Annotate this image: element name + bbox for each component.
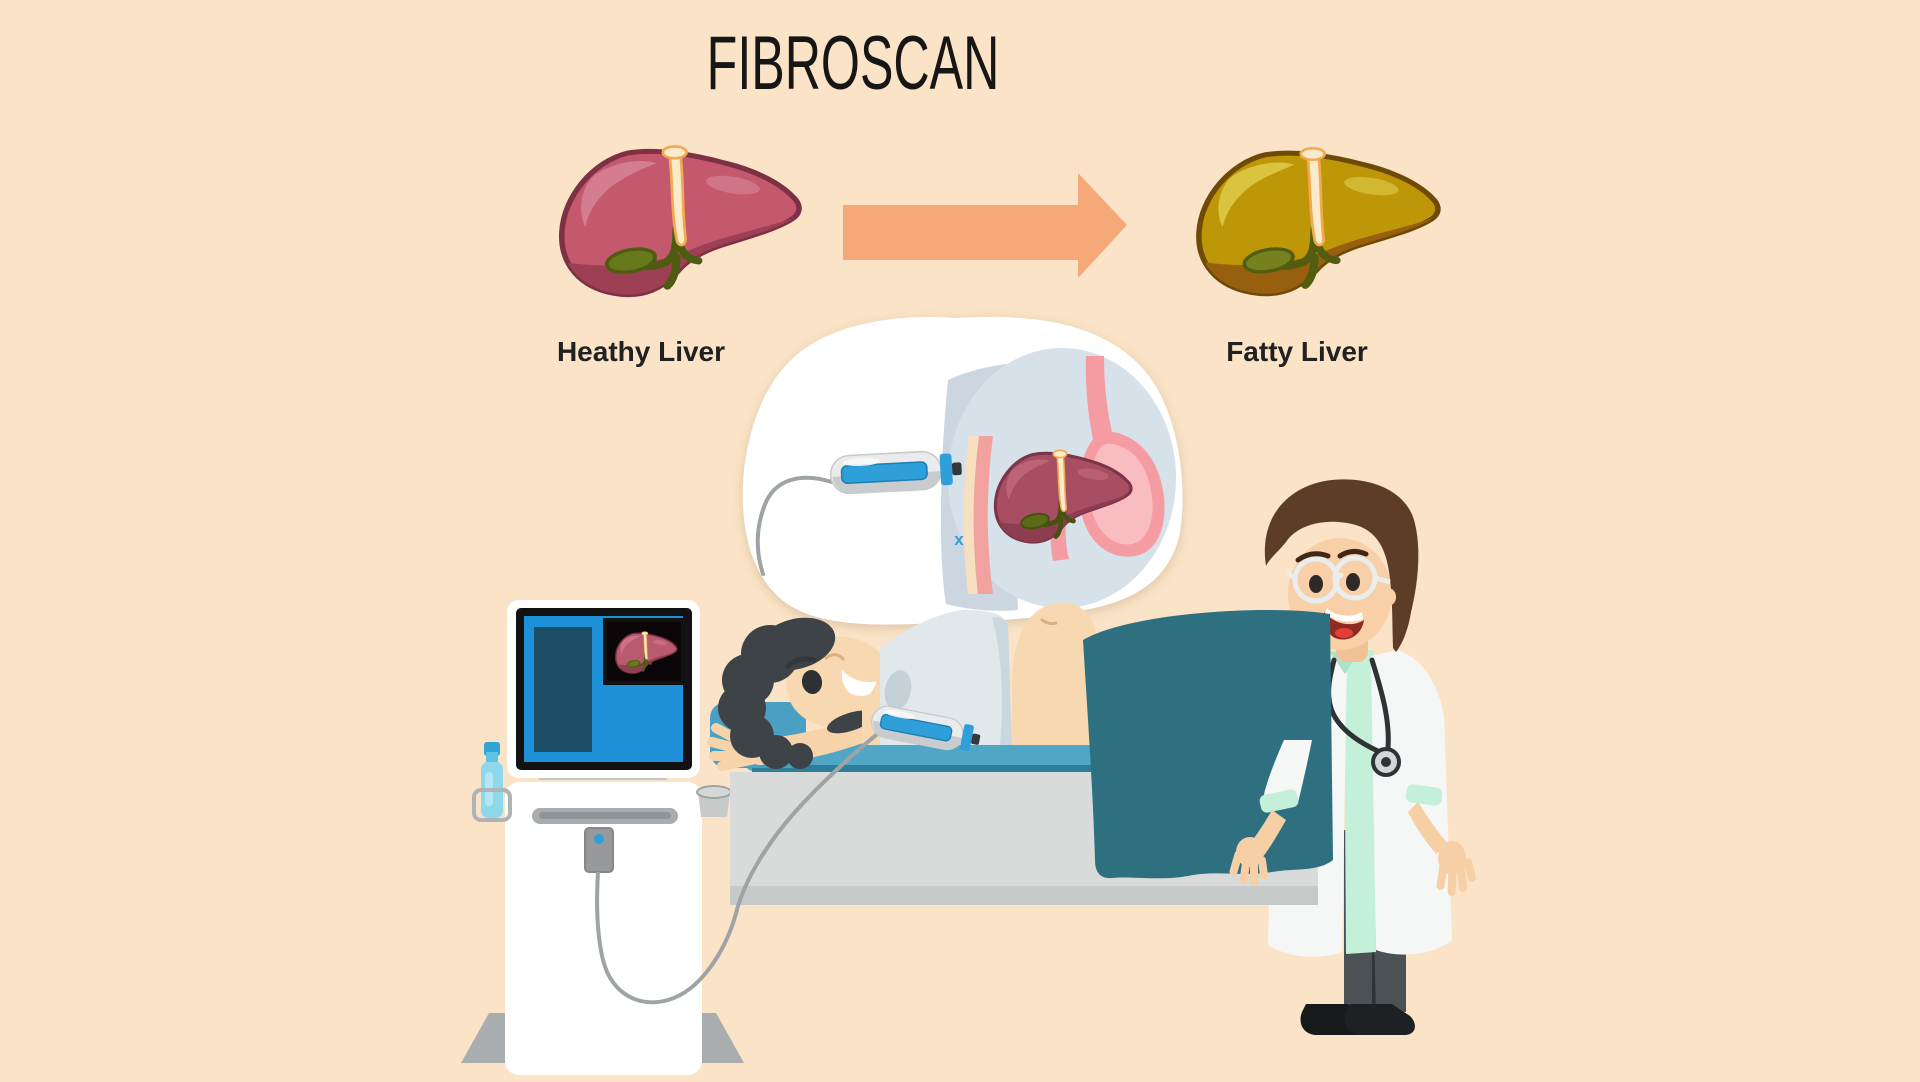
screen-side-panel	[534, 627, 592, 752]
patient	[595, 602, 1098, 1005]
monitor	[507, 600, 700, 778]
probe-cable	[595, 722, 892, 1005]
gel-bottle	[472, 742, 512, 822]
skin-layer	[963, 436, 993, 594]
esophagus	[1085, 356, 1114, 444]
transition-arrow-icon	[843, 173, 1127, 278]
doctor-right-arm	[1402, 700, 1476, 896]
healthy-liver-label: Heathy Liver	[556, 336, 726, 367]
marker-x-glyph: x	[954, 530, 964, 549]
bed-frame-bottom	[730, 886, 1318, 905]
doctor-shoes	[1300, 1004, 1415, 1035]
doctor-glasses-icon	[1285, 555, 1391, 604]
probe-socket	[584, 827, 614, 873]
screen-liver-image	[603, 618, 685, 685]
healthy-liver-illustration	[540, 146, 813, 301]
doctor-mouth	[1324, 608, 1364, 640]
doctor-hair	[1264, 479, 1419, 648]
fatty-liver-label: Fatty Liver	[1226, 336, 1368, 367]
machine-column	[505, 782, 702, 1075]
doctor-ear	[1380, 588, 1397, 606]
navel	[1040, 618, 1058, 626]
doctor-left-arm	[1229, 740, 1312, 886]
patient-hair	[718, 617, 873, 769]
mattress-shadow-line	[752, 765, 1318, 772]
fibroscan-machine	[461, 600, 744, 1075]
shear-wave-marker: x	[954, 530, 964, 549]
bubble-probe-cable	[755, 475, 834, 576]
doctor-left-hand	[1229, 837, 1269, 886]
patient-face-features	[785, 653, 882, 696]
doctor-shirt-front	[1344, 650, 1376, 954]
fatty-liver-illustration	[1177, 148, 1452, 300]
scan-detail-bubble: x	[742, 316, 1183, 625]
shirt-fold	[992, 617, 1012, 745]
page-title: FIBROSCAN	[706, 21, 1000, 106]
doctor-eyebrows	[1295, 548, 1369, 563]
patient-belly	[1011, 602, 1098, 745]
shirt-collar	[884, 670, 912, 710]
probe-holder-cup	[696, 785, 732, 817]
keyboard-tray-groove	[539, 812, 671, 819]
doctor-eyes	[1309, 573, 1360, 593]
